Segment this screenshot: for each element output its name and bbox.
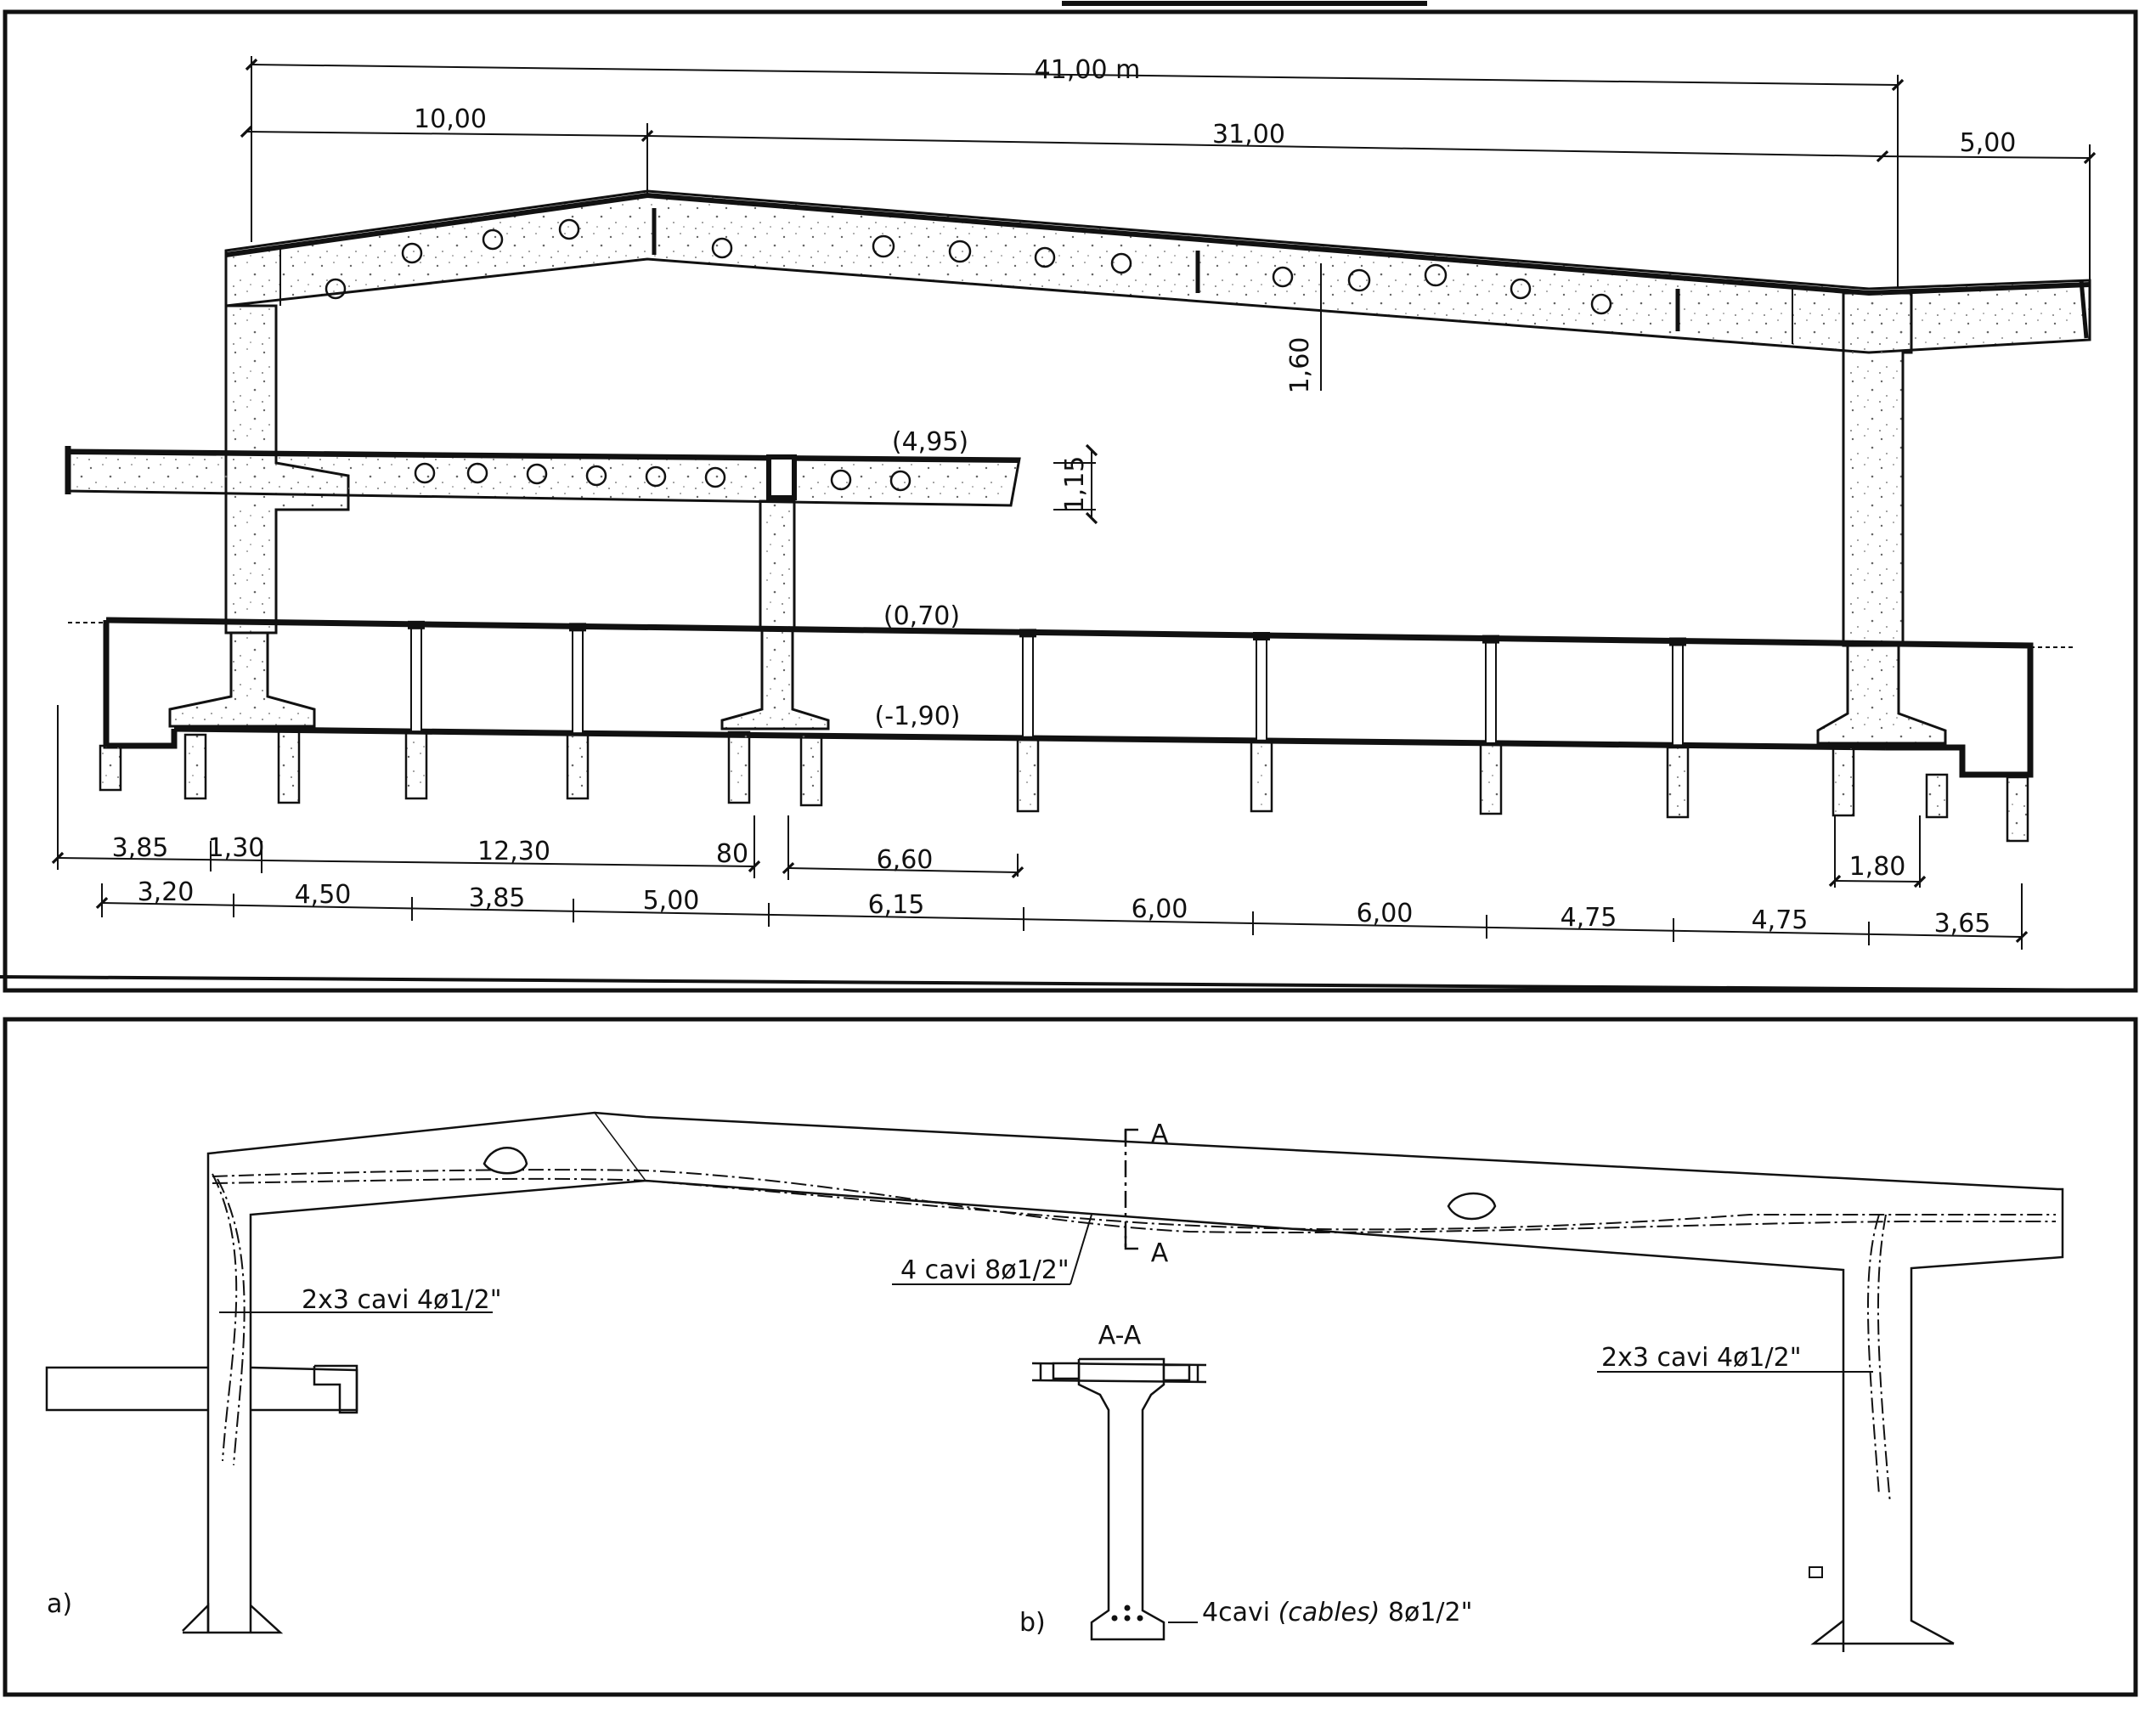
pile: [277, 729, 301, 804]
foundation-piles: [99, 729, 2029, 843]
basement-post: [1485, 637, 1497, 744]
dim-row-2-label: 4,75: [1752, 905, 1809, 935]
top-dimension-lines: [240, 56, 2097, 525]
section-a-a: [1031, 1357, 1207, 1641]
basement-post: [572, 625, 584, 735]
cable-dots: [1111, 1605, 1143, 1622]
level-slab: (4,95): [892, 427, 968, 457]
right-column: [1816, 291, 1947, 745]
level-ground: (0,70): [883, 601, 960, 631]
anchors: [483, 1147, 1497, 1221]
leaders: [219, 1214, 1873, 1373]
tag-a: a): [47, 1589, 72, 1619]
cable-label-right: 2x3 cavi 4ø1/2": [1601, 1343, 1802, 1373]
left-column: [168, 304, 350, 728]
slab-depth: 1,15: [1060, 456, 1090, 513]
basement-post: [1022, 631, 1034, 739]
tag-b: b): [1019, 1608, 1046, 1638]
post-cap: [1019, 629, 1036, 638]
dim-row-1-label: 80: [716, 839, 748, 869]
dim-span-main: 31,00: [1212, 120, 1285, 149]
section-title: A-A: [1098, 1321, 1142, 1351]
post-cap: [1482, 635, 1499, 644]
cable-section-prefix: 4cavi: [1202, 1598, 1278, 1627]
bottom-panel-frame: [3, 1017, 2138, 1697]
cable-label-beam: 4 cavi 8ø1/2": [900, 1255, 1070, 1285]
bottom-panel: A A 2x3 cavi 4ø1/2" 4 cavi 8ø1/2" 2x3 ca…: [3, 1017, 2138, 1697]
dim-row-2-label: 5,00: [643, 886, 700, 916]
pile: [1250, 739, 1273, 813]
dim-overall: 41,00 m: [1035, 55, 1141, 85]
basement-box: [68, 617, 2073, 778]
top-panel: 41,00 m 10,00 31,00 5,00 1,60: [0, 1, 2138, 993]
pile: [1831, 746, 1855, 817]
pile: [183, 733, 207, 800]
dim-row-2-label: 6,00: [1357, 899, 1414, 928]
section-cut: [1124, 1128, 1138, 1250]
small-bracket: [1809, 1566, 1823, 1578]
basement-post: [1672, 640, 1684, 747]
post-cap: [569, 623, 586, 632]
basement-post: [1256, 635, 1267, 742]
basement-post: [410, 623, 422, 733]
pile: [727, 730, 751, 804]
top-panel-bottom-rule: [0, 975, 2136, 992]
dim-row-1-label: 1,30: [208, 833, 265, 863]
dim-row-1: 3,85 1,30 12,30 80 6,60: [57, 833, 934, 880]
dim-row-2-label: 4,75: [1561, 903, 1617, 933]
section-mark-bottom: A: [1151, 1238, 1169, 1268]
pile: [1479, 742, 1503, 815]
dim-row-2-label: 4,50: [295, 880, 352, 910]
dim-right: 1,80: [1849, 852, 1906, 882]
post-cap: [408, 620, 425, 629]
dim-row-2-label: 3,20: [138, 877, 195, 907]
dim-row-1-label: 3,85: [112, 833, 169, 863]
pile: [2006, 776, 2029, 843]
dim-row-1-label: 12,30: [477, 837, 550, 866]
intermediate-slab: [65, 446, 1021, 730]
bottom-dimension-lines: [51, 705, 2029, 950]
level-foundation: (-1,90): [874, 702, 960, 731]
pile: [1666, 746, 1690, 819]
dim-row-2-label: 3,65: [1934, 909, 1991, 939]
dim-row-2-label: 6,00: [1132, 894, 1188, 924]
pile: [99, 744, 122, 792]
dim-row-1-label: 6,60: [877, 845, 934, 875]
roof-beam: [224, 189, 2091, 354]
basement-posts: [408, 620, 1686, 747]
dim-row-2: 3,20 4,50 3,85 5,00 6,15 6,00 6,00 4,75 4,75 3,65: [101, 877, 1991, 945]
post-cap: [1253, 632, 1270, 641]
dim-span-left: 10,00: [414, 104, 487, 134]
pile: [1925, 773, 1949, 819]
post-cap: [1669, 637, 1686, 646]
dim-cantilever: 5,00: [1960, 128, 2017, 158]
pile: [799, 733, 823, 807]
pile: [404, 730, 428, 800]
cable-section-italic: (cables): [1278, 1598, 1380, 1627]
dim-row-2-label: 3,85: [469, 883, 526, 913]
cable-section-suffix: 8ø1/2": [1380, 1598, 1472, 1627]
pile: [1016, 736, 1040, 813]
top-panel-frame: [3, 9, 2138, 993]
frame-outline: [45, 1111, 2064, 1652]
cable-label-left: 2x3 cavi 4ø1/2": [302, 1285, 502, 1315]
pile: [566, 733, 590, 800]
cable-section-label: 4cavi (cables) 8ø1/2": [1202, 1598, 1472, 1627]
dim-row-2-label: 6,15: [868, 890, 925, 920]
section-mark-top: A: [1151, 1120, 1169, 1149]
dim-section-height: 1,60: [1285, 337, 1315, 394]
